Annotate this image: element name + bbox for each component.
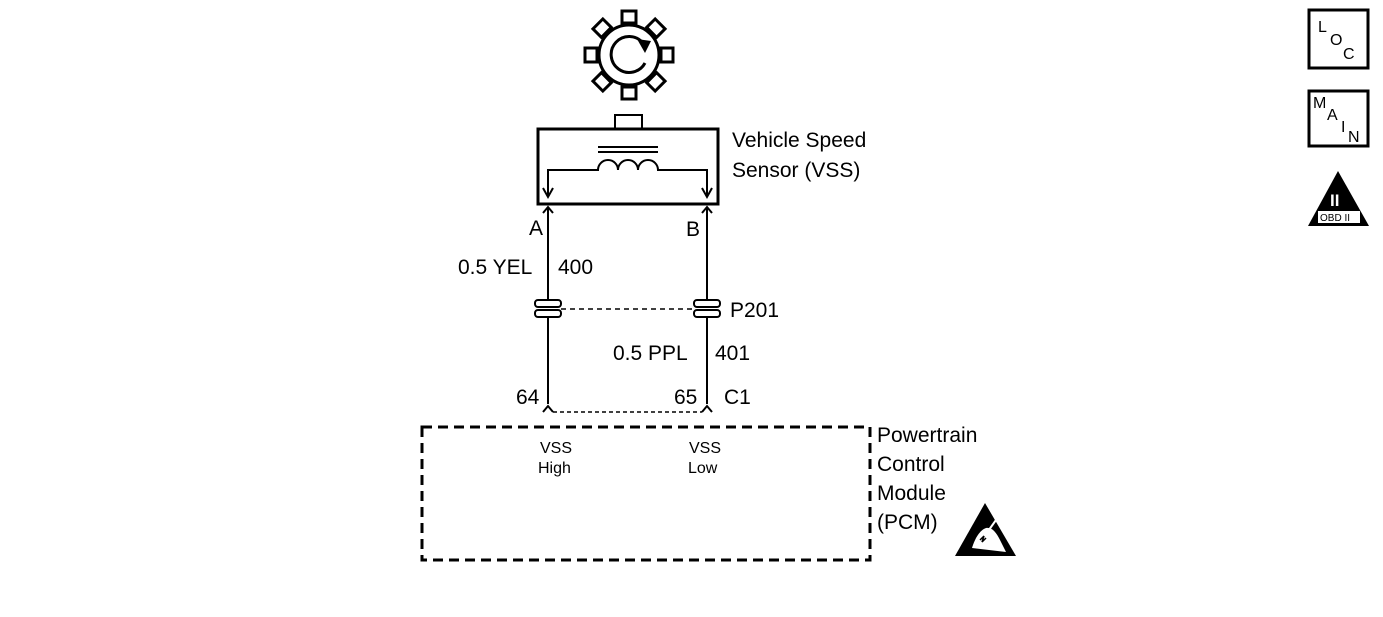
pcm-pin-marks bbox=[542, 404, 713, 413]
main-letter-i: I bbox=[1341, 119, 1345, 136]
vss-name-line2: Sensor (VSS) bbox=[732, 159, 860, 182]
inline-connector-id: P201 bbox=[730, 299, 779, 322]
pcm-module-box bbox=[420, 425, 872, 562]
obd-ii-icon bbox=[1308, 171, 1369, 226]
pcm-terminal-high-line2: High bbox=[538, 460, 571, 477]
pcm-name-line2: Control bbox=[877, 453, 945, 476]
pcm-pin-low: 65 bbox=[674, 386, 697, 409]
wire-a-circuit: 400 bbox=[558, 256, 593, 279]
pcm-pin-high: 64 bbox=[516, 386, 540, 409]
sensor-shaft bbox=[614, 114, 643, 130]
pcm-terminal-low-line2: Low bbox=[688, 460, 718, 477]
inline-connector-p201 bbox=[534, 299, 721, 318]
vss-pin-a-label: A bbox=[529, 217, 543, 240]
vss-name-line1: Vehicle Speed bbox=[732, 129, 866, 152]
obd-label: OBD II bbox=[1320, 213, 1350, 224]
pcm-name-line1: Powertrain bbox=[877, 424, 977, 447]
loc-letter-o: O bbox=[1330, 32, 1342, 49]
pcm-terminal-high-line1: VSS bbox=[540, 440, 572, 457]
loc-button[interactable]: L O C bbox=[1307, 8, 1370, 70]
sensor-pin-marks bbox=[542, 205, 713, 214]
inductive-coil-symbol bbox=[547, 146, 708, 196]
loc-letter-c: C bbox=[1343, 46, 1355, 63]
pcm-name-line4: (PCM) bbox=[877, 511, 938, 534]
esd-sensitive-icon bbox=[955, 503, 1016, 556]
wire-b-gauge-color: 0.5 PPL bbox=[613, 342, 688, 365]
reluctor-wheel-icon bbox=[583, 9, 675, 101]
pcm-terminal-low-line1: VSS bbox=[689, 440, 721, 457]
vss-pin-b-label: B bbox=[686, 218, 700, 241]
main-letter-m: M bbox=[1313, 95, 1326, 112]
wire-b-circuit: 401 bbox=[715, 342, 750, 365]
obd-numeral: II bbox=[1330, 191, 1339, 210]
main-button[interactable]: M A I N bbox=[1307, 89, 1370, 148]
obd-ii-button[interactable]: II OBD II bbox=[1308, 171, 1369, 226]
main-letter-n: N bbox=[1348, 129, 1360, 146]
pcm-name-line3: Module bbox=[877, 482, 946, 505]
loc-letter-l: L bbox=[1318, 19, 1327, 36]
pcm-connector-id: C1 bbox=[724, 386, 751, 409]
wire-a-gauge-color: 0.5 YEL bbox=[458, 256, 532, 279]
vss-sensor-box bbox=[536, 127, 720, 206]
coil-arrow-heads bbox=[542, 187, 713, 200]
main-letter-a: A bbox=[1327, 107, 1338, 124]
